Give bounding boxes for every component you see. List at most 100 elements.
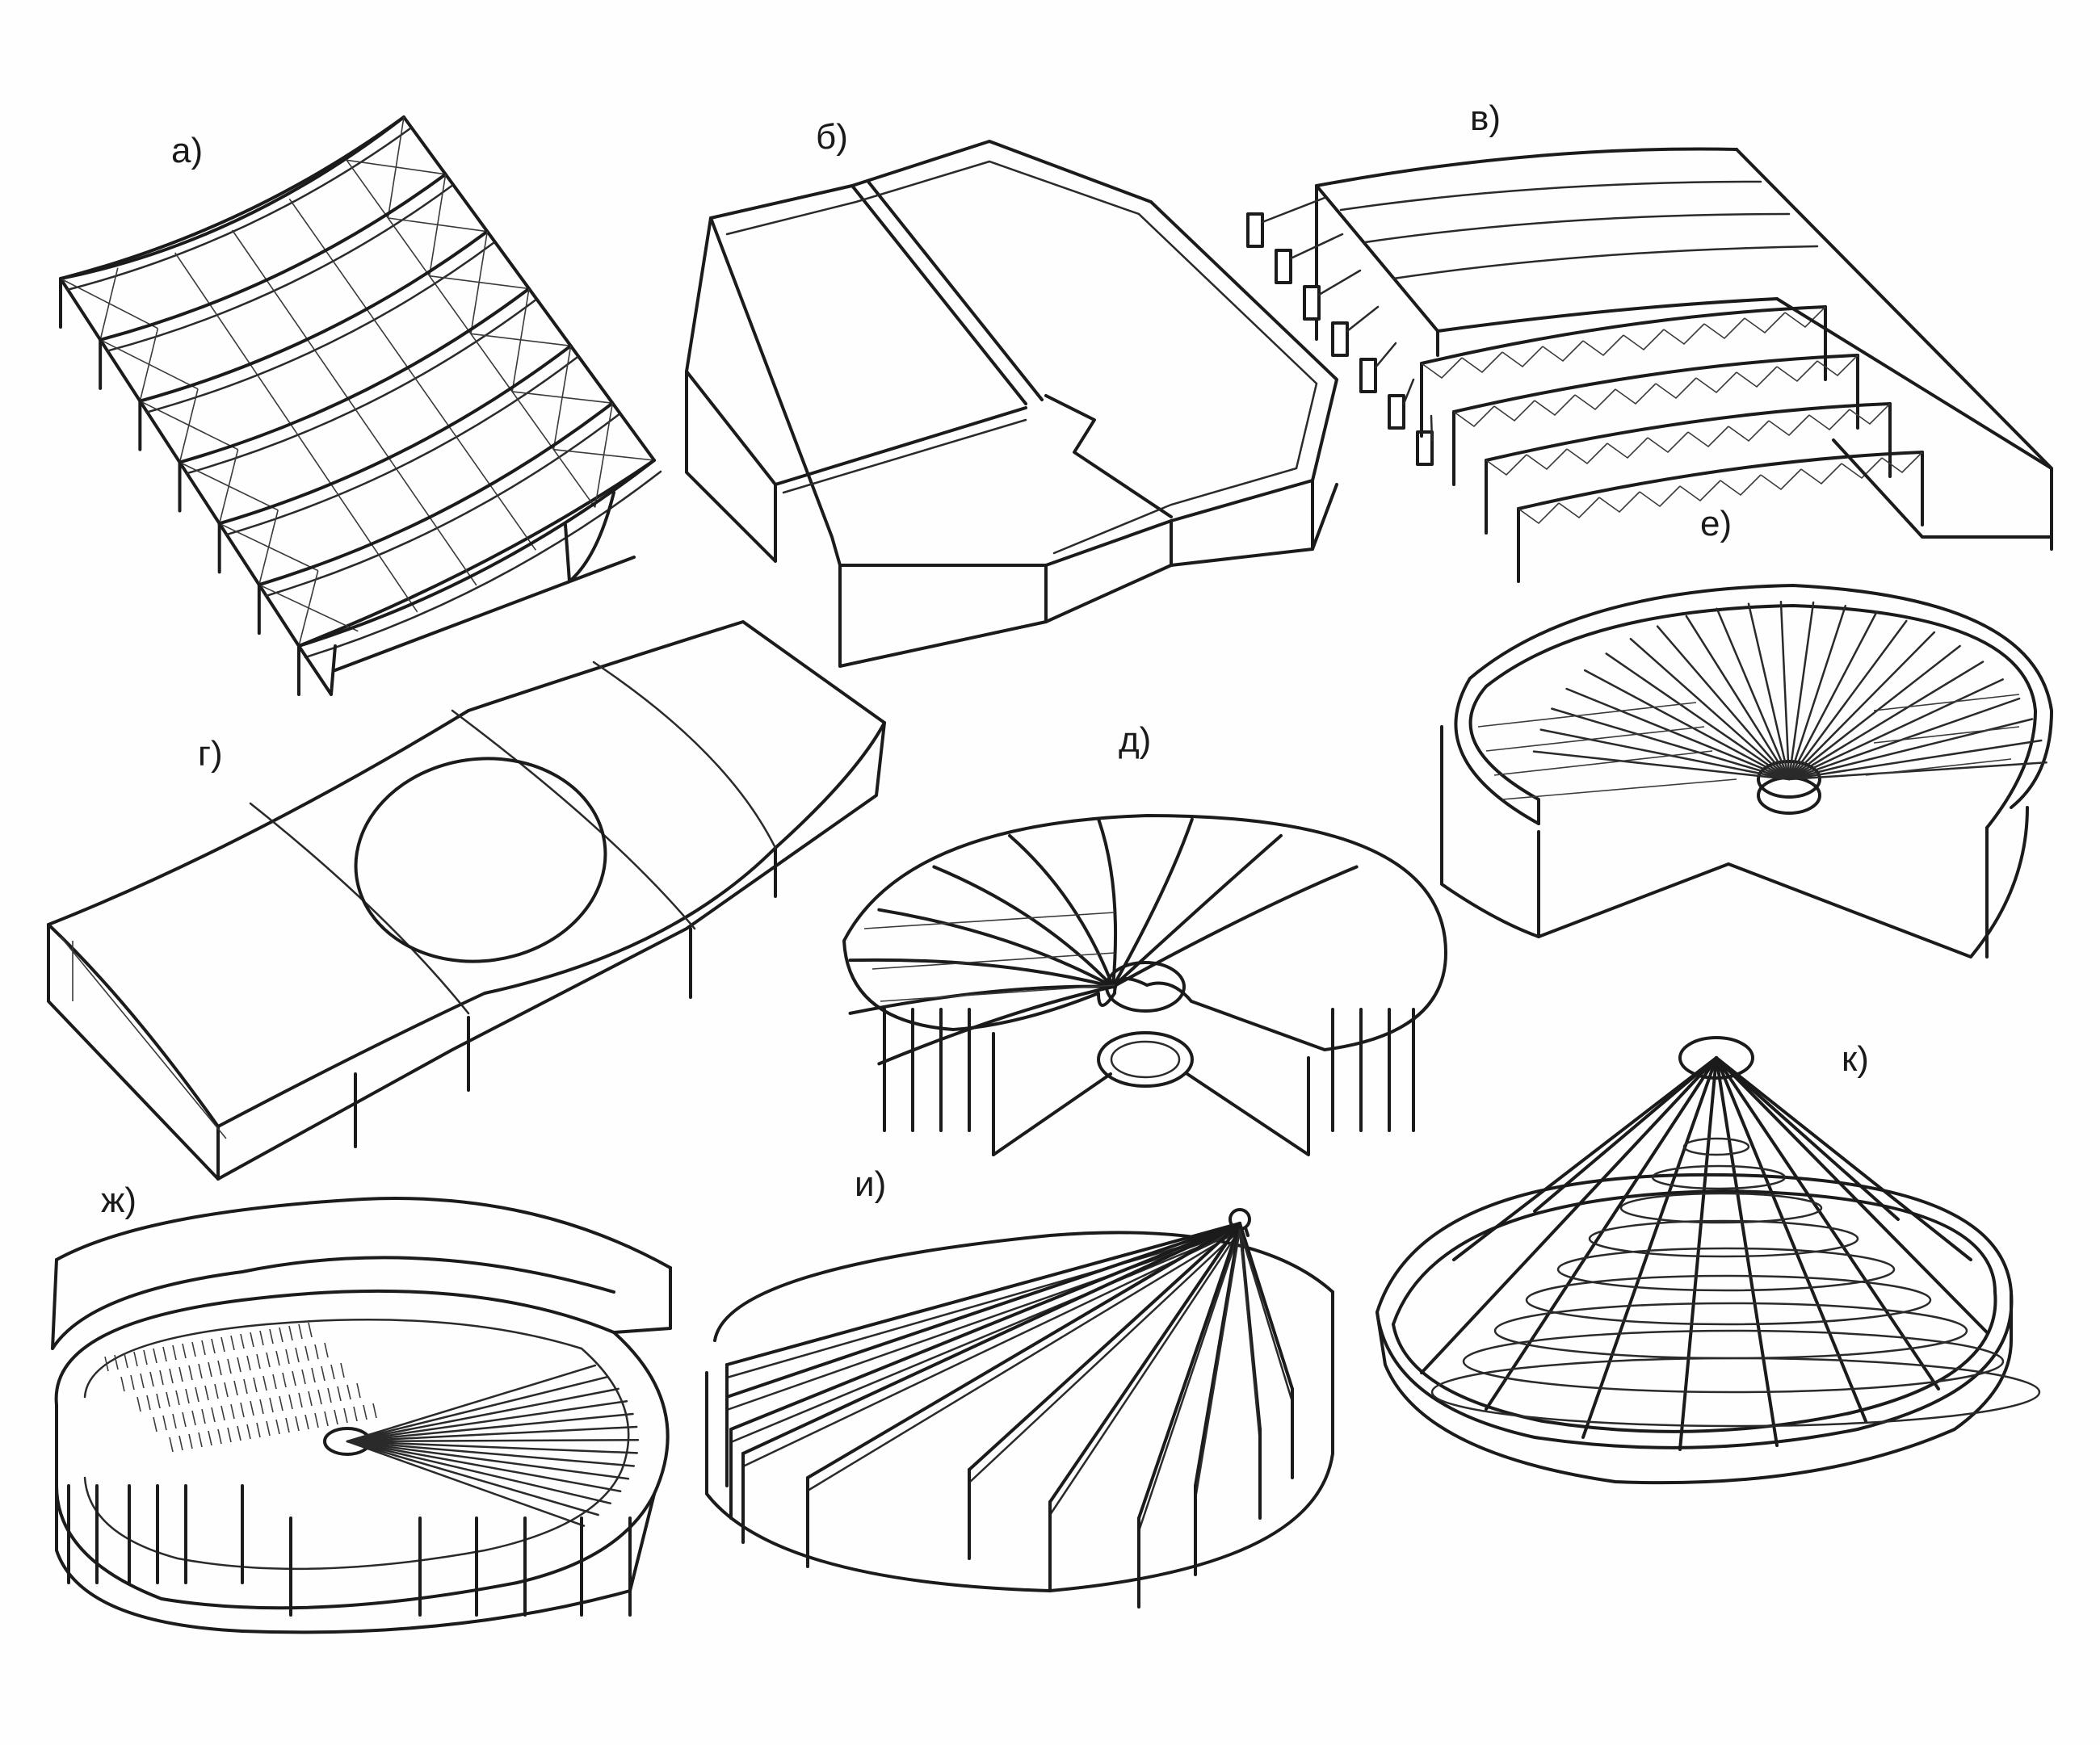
structure-g-wavy-roof — [47, 620, 886, 1181]
v-truss-web — [1574, 388, 1616, 411]
zh-seat-row — [334, 1409, 338, 1425]
zh-seat-row — [130, 1374, 135, 1391]
a-purlin — [296, 432, 338, 493]
zh-seat-row — [201, 1408, 206, 1424]
v-truss-web — [1485, 454, 1527, 476]
label-k: к) — [1842, 1039, 1869, 1079]
v-truss-web — [1663, 323, 1705, 346]
i-girder — [1137, 1222, 1241, 1520]
a-chord-lower — [145, 241, 495, 413]
i-girder-flange — [1137, 1228, 1241, 1533]
zh-seat-row — [311, 1367, 316, 1383]
a-cross-brace — [60, 267, 158, 341]
v-truss-web — [1582, 334, 1624, 357]
i-girder — [725, 1222, 1241, 1399]
structure-d-radial-trusses — [842, 814, 1447, 1156]
d-radial-girder — [877, 908, 1115, 988]
zh-seat-row — [198, 1432, 203, 1448]
zh-seat-row — [266, 1420, 271, 1437]
zh-seat-row — [227, 1427, 232, 1443]
label-e: е) — [1700, 504, 1732, 543]
zh-seat-row — [372, 1403, 377, 1419]
zh-seat-row — [191, 1341, 196, 1357]
v-stay-cable — [1261, 196, 1326, 224]
zh-seat-row — [124, 1353, 128, 1369]
e-spoke — [1787, 739, 2043, 781]
k-rib — [1533, 1056, 1718, 1213]
zh-seat-row — [162, 1346, 167, 1362]
structure-zh-oval-stadium — [51, 1197, 672, 1634]
d-radial-girder — [1111, 833, 1283, 988]
zh-seat-row — [314, 1412, 319, 1428]
v-anchor-block — [1359, 358, 1377, 393]
v-anchor-block — [1303, 285, 1321, 321]
v-anchor-block — [1246, 212, 1264, 248]
zh-seat-row — [143, 1349, 148, 1365]
v-stay-cable — [1430, 414, 1434, 442]
zh-seat-row — [240, 1333, 245, 1349]
a-purlin — [552, 449, 596, 508]
zh-seat-row — [269, 1328, 274, 1344]
e-spoke — [1629, 637, 1791, 781]
zh-seat-row — [211, 1407, 216, 1423]
label-b: б) — [816, 117, 848, 157]
zh-seat-row — [240, 1402, 245, 1418]
zh-seat-row — [246, 1424, 251, 1440]
a-purlin — [255, 371, 297, 433]
zh-seat-row — [324, 1411, 329, 1427]
i-girder-flange — [725, 1228, 1241, 1412]
e-spoke — [1787, 678, 2004, 781]
zh-seat-row — [172, 1413, 177, 1429]
a-chord-lower — [304, 470, 662, 659]
zh-seat-row — [153, 1348, 158, 1364]
v-truss-web — [1615, 383, 1657, 405]
a-chord — [178, 287, 531, 464]
zh-seat-row — [275, 1419, 280, 1435]
zh-seat-row — [201, 1340, 206, 1356]
k-ring — [1556, 1247, 1896, 1292]
a-chord-lower — [185, 299, 537, 475]
zh-seat-row — [227, 1358, 232, 1374]
e-spoke — [1656, 625, 1791, 781]
k-rib — [1715, 1056, 1900, 1221]
zh-spoke — [346, 1400, 628, 1443]
zh-seat-row — [250, 1332, 254, 1348]
v-truss-web — [1776, 360, 1818, 383]
zh-seat-row — [182, 1412, 187, 1428]
zh-seat-row — [237, 1425, 242, 1441]
v-truss-web — [1760, 468, 1802, 491]
k-ring — [1462, 1329, 2005, 1394]
a-chord-lower — [65, 127, 412, 292]
d-radial-girder — [932, 865, 1115, 988]
e-spoke — [1532, 750, 1791, 781]
v-truss-web — [1639, 485, 1681, 508]
d-truss-chord — [863, 912, 1115, 1002]
a-purlin — [494, 491, 536, 551]
a-chord — [138, 229, 489, 403]
zh-seat-row — [153, 1416, 158, 1432]
zh-seat-row — [327, 1387, 332, 1403]
k-ring — [1651, 1164, 1787, 1190]
zh-seat-row — [259, 1399, 264, 1415]
a-purlin — [330, 257, 372, 317]
zh-seat-row — [140, 1373, 145, 1389]
zh-spoke — [346, 1375, 609, 1443]
zh-seat-row — [195, 1386, 200, 1403]
zh-seat-row — [233, 1380, 238, 1396]
structure-k-cone-rings — [1376, 1036, 2041, 1485]
zh-seat-row — [292, 1370, 296, 1386]
zh-seat-row — [353, 1406, 358, 1422]
a-cross-brace — [179, 449, 279, 524]
a-cross-brace — [512, 346, 613, 450]
a-chord-lower — [264, 413, 620, 598]
zh-seat-row — [285, 1349, 290, 1365]
zh-seat-row — [185, 1388, 190, 1404]
zh-spoke — [346, 1440, 622, 1492]
zh-seat-row — [337, 1386, 342, 1402]
v-truss-web — [1679, 480, 1721, 502]
a-cross-brace — [553, 403, 655, 508]
a-purlin — [346, 159, 389, 219]
v-truss-web — [1728, 420, 1770, 443]
